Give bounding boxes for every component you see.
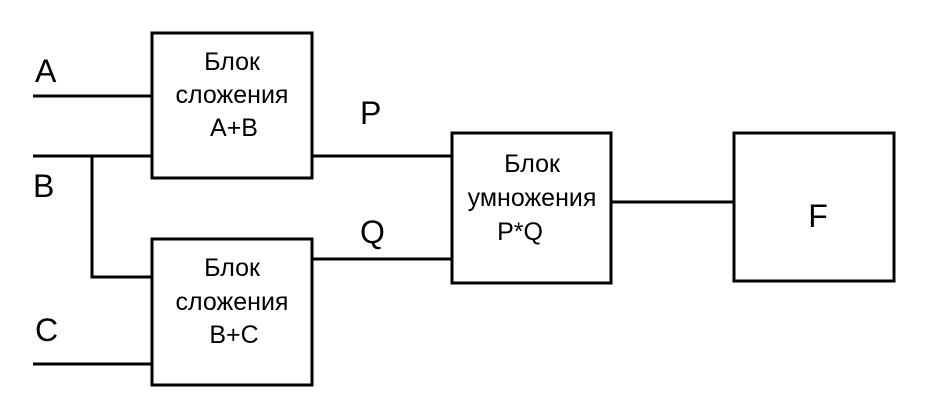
adder-block-bc-line2: сложения [176, 288, 289, 316]
output-block-f: F [732, 131, 896, 283]
label-signal-q: Q [360, 214, 385, 250]
label-input-b: B [33, 168, 54, 204]
label-input-c: C [35, 312, 58, 348]
multiplier-block-line1: Блок [504, 150, 561, 178]
wire-b-branch [90, 156, 152, 279]
output-block-f-label: F [808, 198, 828, 234]
adder-block-bc-line1: Блок [204, 254, 261, 282]
adder-block-bc-frame [150, 237, 314, 387]
adder-block-ab: Блок сложения A+B [150, 31, 314, 180]
adder-block-bc: Блок сложения B+C [150, 237, 314, 387]
adder-block-bc-line3: B+C [209, 321, 258, 349]
multiplier-block-line2: умножения [468, 184, 597, 212]
multiplier-block: Блок умножения P*Q [450, 131, 613, 285]
label-signal-p: P [360, 95, 381, 131]
multiplier-block-frame [450, 131, 613, 285]
adder-block-ab-line2: сложения [176, 81, 289, 109]
label-input-a: A [35, 53, 57, 89]
adder-block-ab-line3: A+B [210, 114, 258, 142]
multiplier-block-line3: P*Q [497, 218, 543, 246]
adder-block-ab-line1: Блок [204, 48, 261, 76]
output-block-f-frame [732, 131, 896, 283]
adder-block-ab-frame [150, 31, 314, 180]
